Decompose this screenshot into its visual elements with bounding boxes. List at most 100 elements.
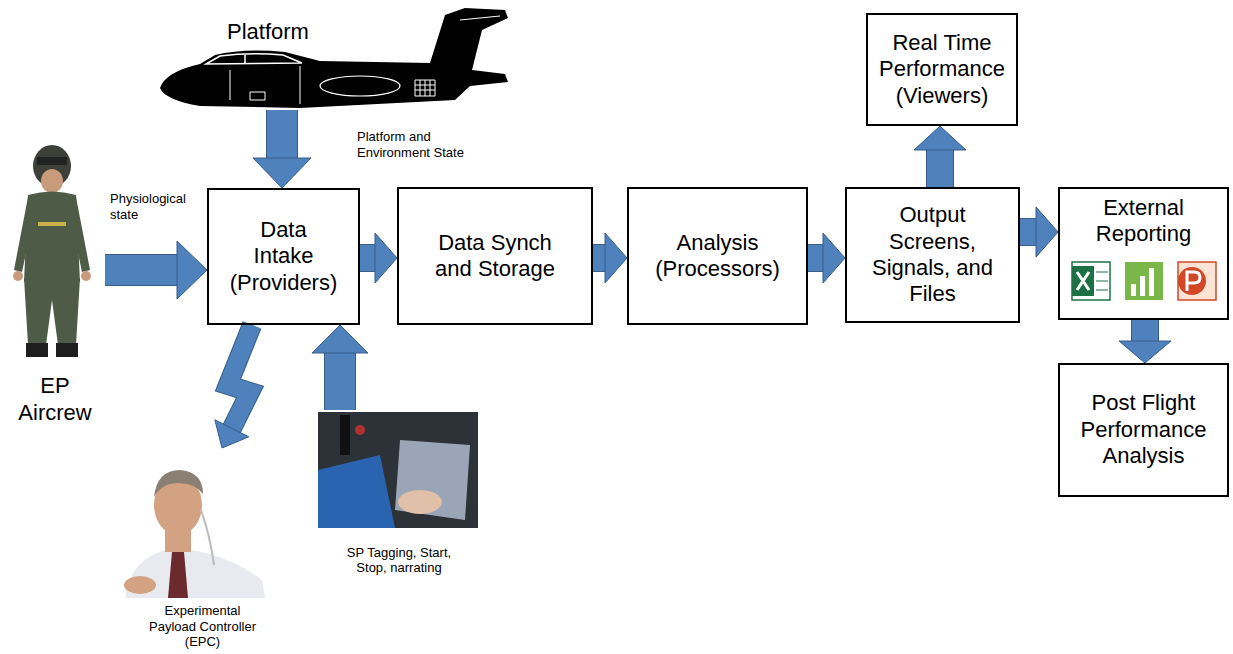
aircrew-legs [24,278,80,345]
aircraft-intake [320,76,400,96]
cockpit-knob [355,425,365,435]
arrow-shaft [360,245,376,271]
epc-hand [124,576,156,594]
aircrew-face [41,169,63,193]
arrow-shaft [593,245,606,271]
arrow-shaft-outline [926,149,954,187]
node-label: SP Tagging, Start, Stop, narrating [337,545,462,576]
arrow-head [253,158,311,188]
aircrew-harness [38,222,66,226]
process-box: Output Screens, Signals, and Files [845,187,1020,323]
block-arrow [1119,320,1171,363]
aircraft-canopy [206,54,302,64]
arrow-shaft-outline [1131,320,1159,342]
block-arrow [215,325,252,448]
cockpit-panel [318,455,395,528]
arrow-shaft [808,245,824,271]
aircrew-torso [24,192,80,283]
arrow-head [177,241,207,299]
chart-icon-bar [1149,268,1154,296]
arrow-head [823,233,845,283]
arrow-head [215,420,249,448]
node-label: Output Screens, Signals, and Files [863,202,1003,308]
spreadsheet-icon-grid [1096,272,1108,290]
spreadsheet-icon-badge [1072,266,1094,296]
arrow-shaft-outline [808,244,824,272]
presentation-icon [1178,262,1216,300]
node-label: Platform [227,19,309,45]
process-box: Data Synch and Storage [397,187,593,325]
node-label: Real Time Performance (Viewers) [872,30,1012,109]
cockpit-tablet [395,440,470,520]
block-arrow [105,241,207,299]
presentation-icon-mark [1187,272,1200,291]
arrow-head [914,126,966,150]
arrow-head [1119,341,1171,363]
process-box: Data Intake (Providers) [207,188,360,325]
arrow-shaft-outline [228,325,252,429]
process-box: Analysis (Processors) [627,187,808,325]
epc-hair [154,470,203,497]
arrow-shaft [228,325,252,429]
chart-icon-bar [1140,276,1145,296]
cockpit-photo [318,412,478,528]
node-label: Data Intake (Providers) [229,217,339,296]
aircrew-boot [26,343,48,357]
arrow-head [1036,207,1058,257]
epc-shirt [125,548,265,598]
presentation-icon-badge [1178,267,1206,295]
edge-label: Physiological state [108,190,207,223]
node-label: Experimental Payload Controller (EPC) [142,603,264,650]
process-box: Real Time Performance (Viewers) [866,13,1018,126]
spreadsheet-icon-mark [1077,272,1089,290]
arrow-head [375,233,397,283]
arrow-shaft-outline [266,110,298,159]
block-arrow [253,110,311,188]
block-arrow [808,233,845,283]
aircrew-hand [13,271,23,281]
aircrew-arm [14,197,34,272]
arrow-shaft-outline [324,352,356,410]
block-arrow [312,325,368,410]
cockpit-stick [340,415,350,455]
cockpit-figure: SP Tagging, Start, Stop, narrating [315,410,483,580]
epc-earpiece-wire [201,510,214,565]
controller-figure: Experimental Payload Controller (EPC) [110,448,295,654]
block-arrow [1020,207,1058,257]
chart-icon-bar [1131,284,1136,296]
aircrew-hand [81,271,91,281]
arrow-shaft-outline [105,254,178,286]
arrow-head [312,325,368,353]
arrow-shaft-outline [1020,218,1037,246]
chart-icon [1125,262,1163,300]
arrow-shaft [927,149,953,187]
arrow-shaft [325,352,355,410]
node-label: External Reporting [1069,195,1219,248]
arrow-shaft [1020,219,1037,245]
process-box: Post Flight Performance Analysis [1058,363,1229,497]
aircrew-boot [56,343,78,357]
epc-tie [168,552,188,598]
process-box: External Reporting [1058,187,1229,320]
node-label: EP Aircrew [9,373,101,426]
arrow-head [605,233,627,283]
platform-figure: Platform [155,5,520,110]
aircrew-figure: EP Aircrew [5,140,105,430]
arrow-shaft-outline [360,244,376,272]
aircraft-silhouette [160,8,508,108]
block-arrow [360,233,397,283]
node-label: Data Synch and Storage [420,230,570,283]
arrow-shaft [267,110,297,159]
node-label: Analysis (Processors) [638,230,798,283]
arrow-shaft [1132,320,1158,342]
aircrew-visor [37,157,67,165]
edge-label: Platform and Environment State [355,128,484,161]
node-label: Post Flight Performance Analysis [1069,390,1219,469]
arrow-shaft-outline [593,244,606,272]
block-arrow [914,126,966,187]
block-arrow [593,233,627,283]
aircrew-arm [70,197,90,272]
